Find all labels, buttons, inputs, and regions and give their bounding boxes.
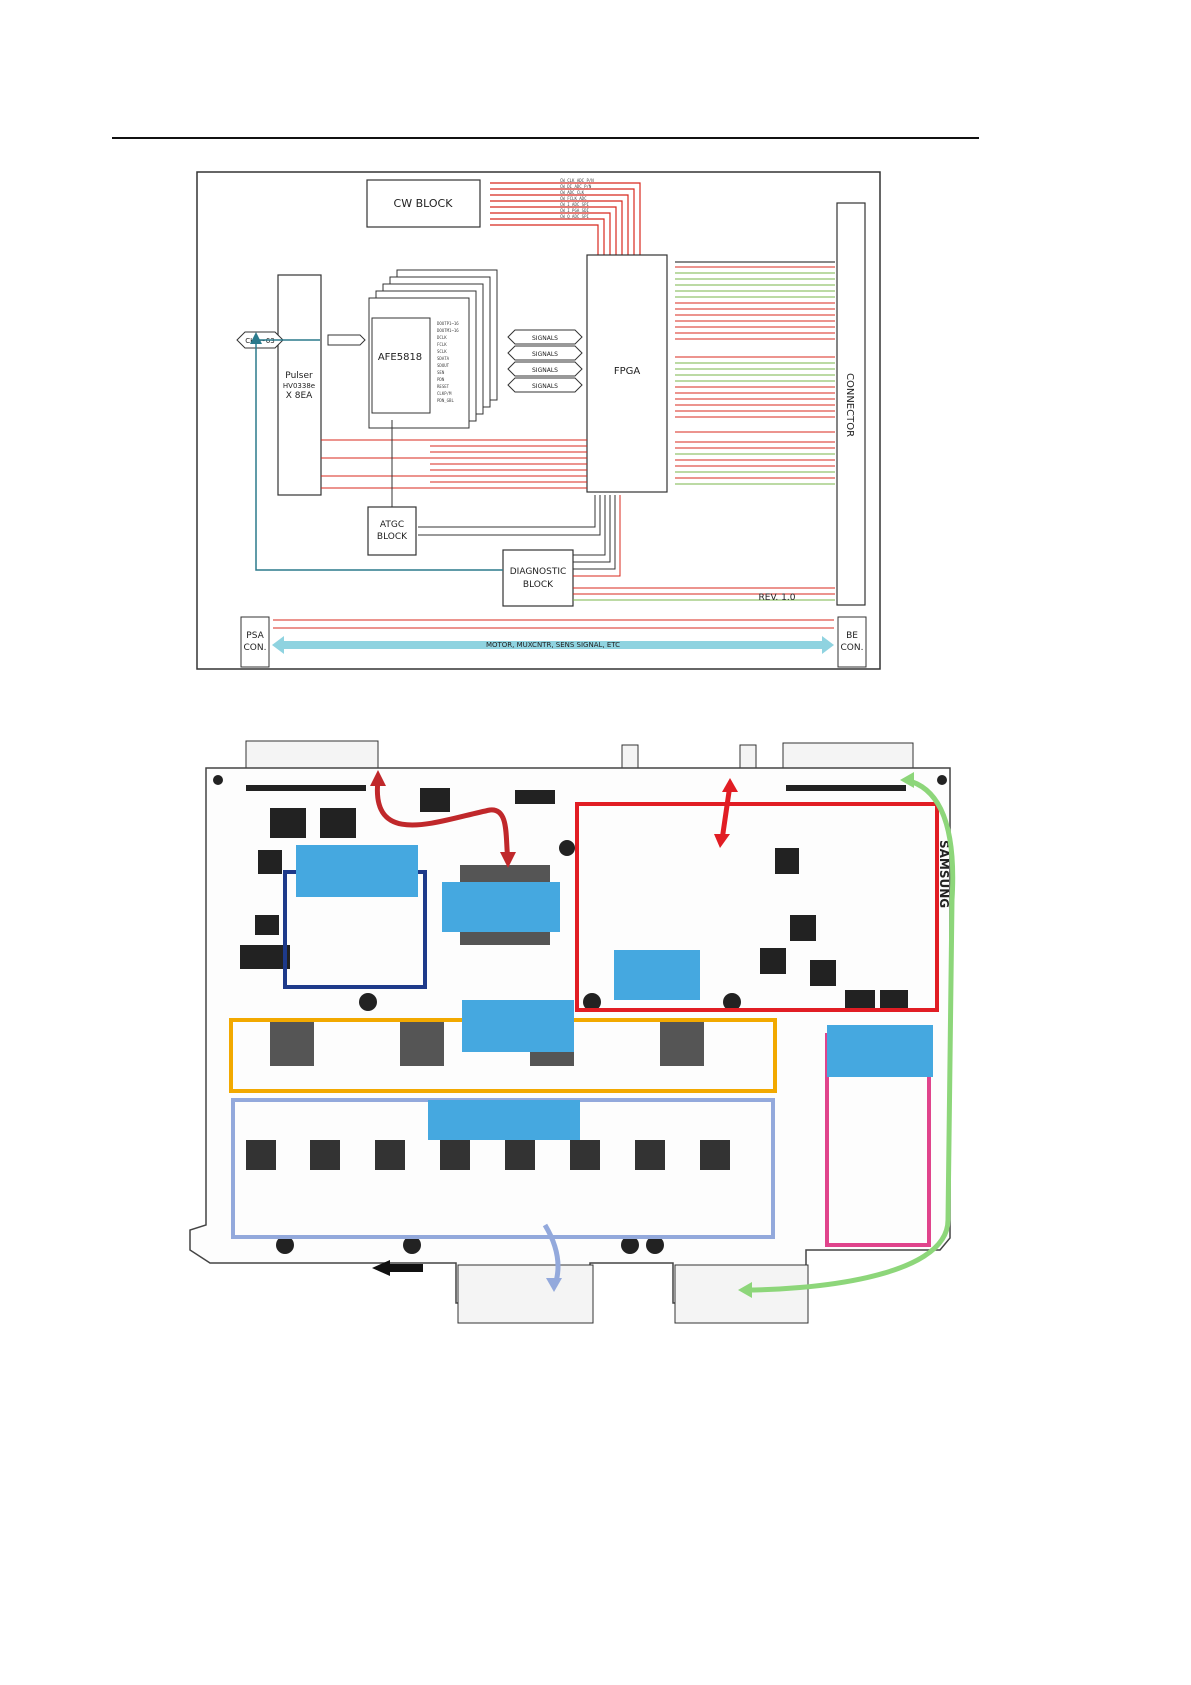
pcb-brand: SAMSUNG: [937, 840, 951, 908]
connector-block: [836, 202, 866, 606]
mounting-holes: [213, 775, 947, 1254]
svg-text:PDN_GBL: PDN_GBL: [437, 398, 454, 403]
label-patch-4: [462, 1000, 574, 1052]
label-patch-2: [442, 882, 560, 932]
label-patch-5: [428, 1100, 580, 1140]
bottom-bus-label: MOTOR, MUXCNTR, SENS SIGNAL, ETC: [486, 641, 620, 649]
block-diagram: CW BLOCK CW_CLK_ADC_P/N CW_DI_ADC_P/N CW…: [196, 171, 881, 670]
afe-bottom-lines: [430, 439, 587, 489]
label-patch-1: [296, 845, 418, 897]
psa-label-2: CON.: [244, 643, 267, 653]
diagnostic-label-1: DIAGNOSTIC: [510, 567, 567, 577]
diag-red-lines: [573, 495, 835, 595]
psa-label-1: PSA: [246, 631, 264, 641]
svg-text:CW_FCLK_ADC: CW_FCLK_ADC: [560, 196, 587, 201]
atgc-label-1: ATGC: [380, 520, 404, 530]
diag-fpga-lines: [573, 495, 616, 570]
rev-label: REV. 1.0: [759, 593, 796, 603]
svg-text:SDATA: SDATA: [437, 356, 450, 361]
fpga-connector-lines: [675, 261, 835, 485]
signals-label-2: SIGNALS: [532, 351, 558, 358]
svg-text:CW_I_PGA_SDI: CW_I_PGA_SDI: [560, 208, 589, 213]
teal-feedback-line: [255, 339, 503, 571]
svg-text:PDN: PDN: [437, 377, 445, 382]
pulser-block: [277, 274, 322, 496]
svg-text:RESET: RESET: [437, 384, 450, 389]
direction-arrow: [372, 1260, 423, 1276]
be-connector: [837, 616, 867, 668]
cw-fpga-lines: [490, 182, 641, 255]
cw-block: [366, 179, 481, 228]
pulser-label-3: X 8EA: [286, 391, 313, 401]
red-arrow-fpga: [719, 784, 733, 841]
label-patches: [296, 845, 933, 1140]
svg-text:CW_Q_ADC_SPI: CW_Q_ADC_SPI: [560, 214, 589, 219]
svg-text:CW_DI_ADC_P/N: CW_DI_ADC_P/N: [560, 184, 592, 189]
fpga-block: [586, 254, 668, 493]
diagnostic-block: [502, 549, 574, 607]
afe-inner: [371, 317, 431, 414]
label-patch-3: [614, 950, 700, 1000]
signals-arrows: [507, 329, 583, 393]
svg-text:FCLK: FCLK: [437, 342, 447, 347]
pulser-label-2: HV0338e: [283, 382, 315, 390]
red-arrow-curve: [374, 779, 511, 861]
svg-text:DOUTP1~16: DOUTP1~16: [437, 321, 459, 326]
fpga-label: FPGA: [614, 366, 641, 377]
cw-block-label: CW BLOCK: [394, 197, 454, 210]
pulser-afe-arrow: [327, 334, 366, 346]
atgc-label-2: BLOCK: [377, 532, 408, 542]
diagnostic-label-2: BLOCK: [523, 580, 554, 590]
region-box-red: [575, 802, 939, 1012]
signals-label-1: SIGNALS: [532, 335, 558, 342]
bottom-connectors: [457, 1264, 809, 1324]
afe-chip-row: [246, 1140, 730, 1170]
psa-be-lines: [273, 619, 834, 629]
svg-text:DOUTM1~16: DOUTM1~16: [437, 328, 459, 333]
pulser-label-1: Pulser: [285, 371, 313, 381]
be-label-1: BE: [846, 631, 858, 641]
afe-label: AFE5818: [378, 352, 422, 363]
svg-text:SCLK: SCLK: [437, 349, 447, 354]
be-label-2: CON.: [841, 643, 864, 653]
svg-text:SDOUT: SDOUT: [437, 363, 450, 368]
svg-text:SEN: SEN: [437, 370, 445, 375]
cw-signal-labels: CW_CLK_ADC_P/N CW_DI_ADC_P/N CW_ADC_CLK …: [560, 178, 594, 219]
label-patch-6: [827, 1025, 933, 1077]
psa-connector: [240, 616, 270, 668]
signals-label-3: SIGNALS: [532, 367, 558, 374]
svg-text:CW_ADC_CLK: CW_ADC_CLK: [560, 190, 585, 195]
top-rule: [112, 137, 979, 139]
green-arrow: [744, 777, 956, 1293]
diagram-frame: [196, 171, 881, 670]
svg-text:CLKP/M: CLKP/M: [437, 391, 452, 396]
signals-label-4: SIGNALS: [532, 383, 558, 390]
svg-text:DCLK: DCLK: [437, 335, 447, 340]
svg-text:CW_CLK_ADC_P/N: CW_CLK_ADC_P/N: [560, 178, 594, 183]
connector-label: CONNECTOR: [844, 373, 855, 437]
svg-text:CW_I_ADC_SPI: CW_I_ADC_SPI: [560, 202, 589, 207]
